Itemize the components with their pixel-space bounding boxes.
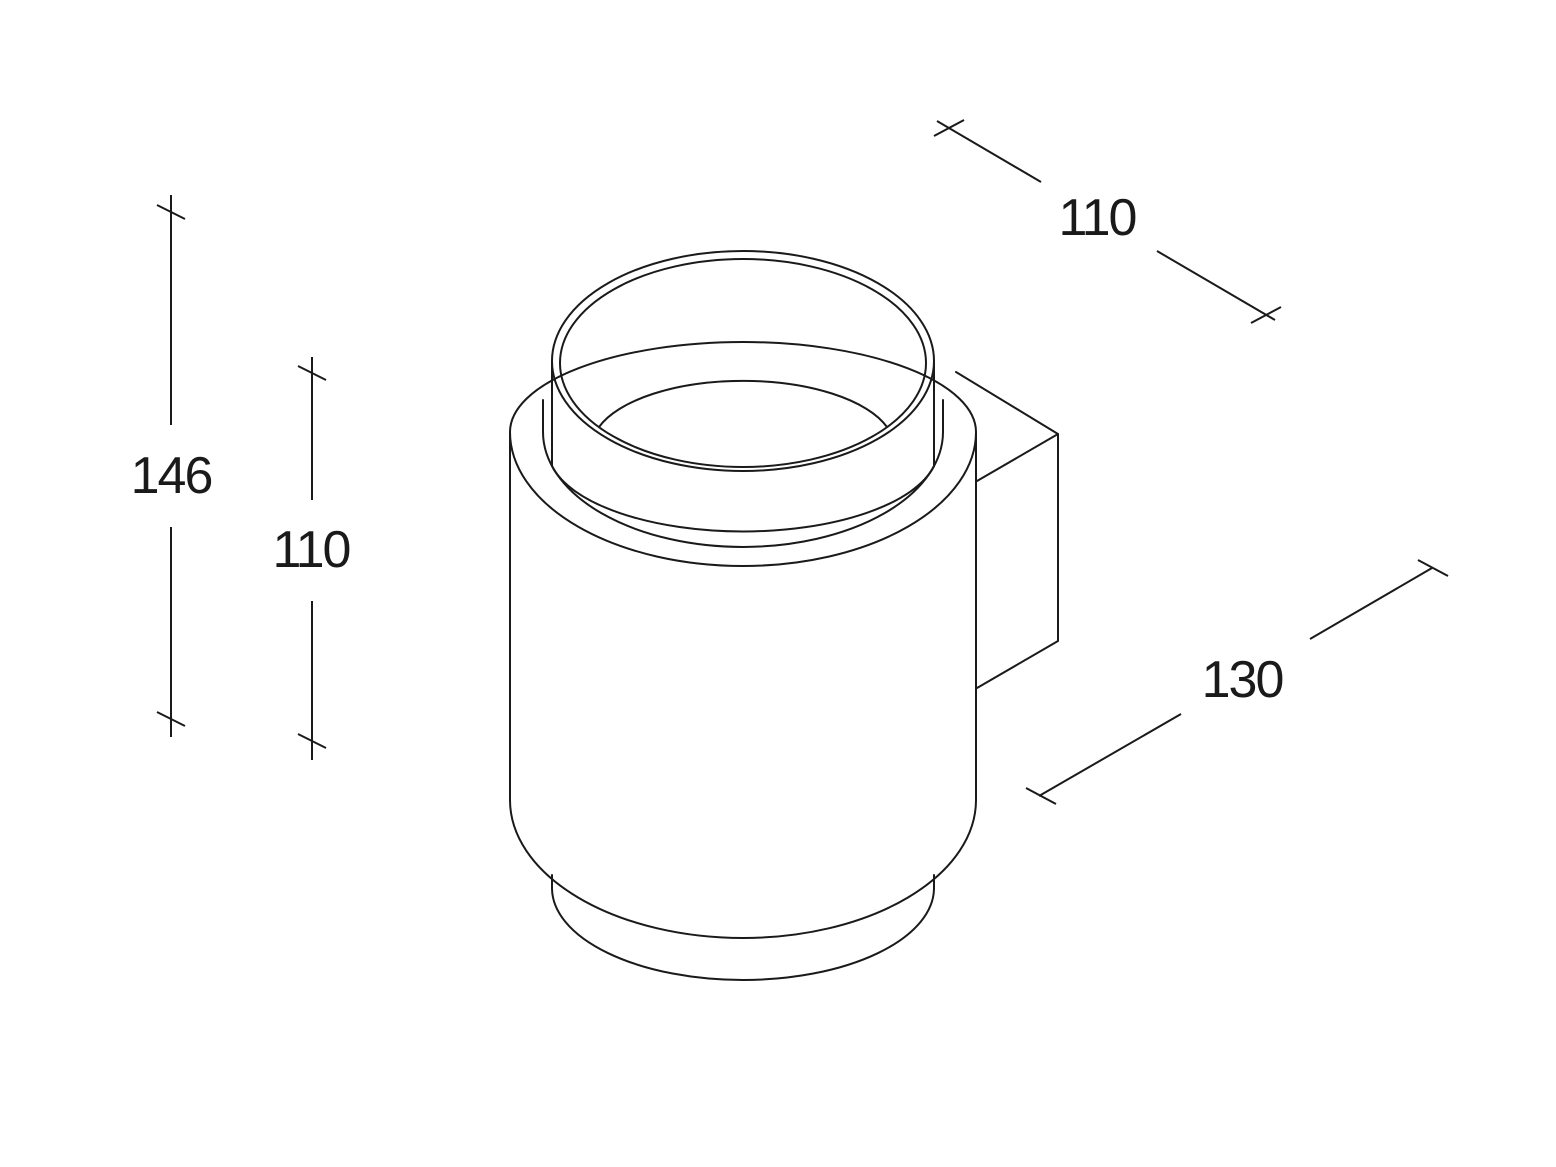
label-total-height: 146 bbox=[131, 447, 212, 505]
cylinder-body bbox=[509, 341, 977, 939]
wall-light-fixture bbox=[509, 250, 1059, 981]
tick-mark bbox=[933, 119, 965, 137]
top-tube bbox=[551, 250, 935, 533]
label-projection: 130 bbox=[1202, 651, 1283, 709]
label-body-height: 110 bbox=[273, 521, 350, 579]
top-tube-inner-ring bbox=[559, 258, 927, 468]
tick-mark bbox=[297, 365, 327, 381]
tick-mark bbox=[1025, 787, 1057, 805]
dimension-body-height: 110 bbox=[273, 357, 352, 760]
wall-bracket bbox=[955, 371, 1059, 689]
body-inner-rim bbox=[542, 399, 944, 548]
bottom-tube bbox=[551, 874, 935, 981]
tick-mark bbox=[156, 711, 186, 727]
label-diameter: 110 bbox=[1059, 189, 1136, 247]
tick-mark bbox=[297, 733, 327, 749]
top-tube-outer-ring bbox=[551, 250, 935, 472]
top-tube-inner-lens bbox=[598, 379, 888, 428]
bottom-tube-bottom bbox=[551, 887, 935, 981]
dimension-projection: 130 bbox=[1025, 559, 1449, 805]
tick-mark bbox=[1417, 559, 1449, 577]
tick-mark bbox=[1250, 306, 1282, 324]
body-bottom-edge bbox=[509, 799, 977, 939]
dimension-diameter: 110 bbox=[933, 119, 1282, 324]
dimension-total-height: 146 bbox=[131, 195, 213, 737]
tick-mark bbox=[156, 204, 186, 220]
top-tube-front-lower bbox=[551, 465, 935, 533]
